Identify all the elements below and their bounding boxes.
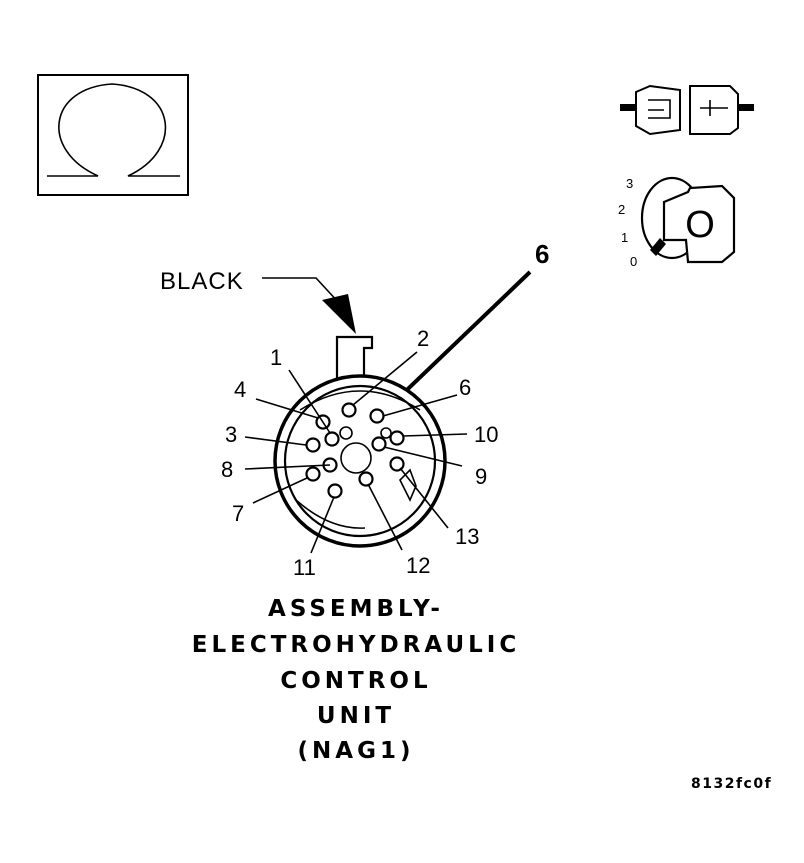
component-title: ASSEMBLY- ELECTROHYDRAULIC CONTROL UNIT …	[192, 596, 520, 764]
pin-cavity-4	[315, 414, 331, 430]
pin-label-3: 3	[225, 422, 237, 447]
switch-position-3: 3	[626, 176, 633, 191]
pin-label-9: 9	[475, 464, 487, 489]
pin-label-1: 1	[270, 345, 282, 370]
connector-face	[273, 335, 447, 548]
title-line-5: (NAG1)	[298, 738, 415, 764]
title-line-2: ELECTROHYDRAULIC	[192, 632, 520, 658]
pin-cavity-13	[389, 456, 405, 472]
pin-label-13: 13	[455, 524, 479, 549]
pin-cavity-3	[305, 437, 321, 453]
test-pin-callout: 6	[535, 239, 549, 269]
pin-label-11: 11	[293, 555, 316, 580]
title-line-1: ASSEMBLY-	[268, 596, 444, 622]
switch-position-0: 0	[630, 254, 637, 269]
pin-label-4: 4	[234, 377, 246, 402]
key-glyph: O	[685, 204, 715, 246]
pin-label-2: 2	[417, 326, 429, 351]
title-line-3: CONTROL	[280, 668, 431, 694]
title-line-4: UNIT	[317, 703, 395, 729]
switch-position-2: 2	[618, 202, 625, 217]
pin-cavity-9	[371, 436, 387, 452]
figure-code: 8132fc0f	[691, 776, 772, 792]
pin-leaders	[244, 351, 468, 554]
pin-cavity-10	[389, 430, 405, 446]
ignition-key-icon: O 3 2 1 0	[618, 176, 736, 269]
pin-labels: 1 2 3 4 6 7 8 9 10 11 12 13	[221, 326, 498, 580]
pin-label-12: 12	[406, 553, 430, 578]
pin-cavity-7	[305, 466, 321, 482]
switch-position-1: 1	[621, 230, 628, 245]
connector-color-label: BLACK	[160, 268, 244, 295]
pin-cavity-1	[324, 431, 340, 447]
pin-label-6: 6	[459, 375, 471, 400]
pin-label-7: 7	[232, 501, 244, 526]
pin-cavity-11	[327, 483, 343, 499]
pin-cavity-2	[341, 402, 357, 418]
black-arrowhead	[322, 294, 356, 334]
ohm-icon	[37, 74, 189, 196]
pin-label-8: 8	[221, 457, 233, 482]
pin-cavity-12	[358, 471, 374, 487]
disconnected-connector-icon	[620, 84, 754, 136]
pin-label-10: 10	[474, 422, 498, 447]
